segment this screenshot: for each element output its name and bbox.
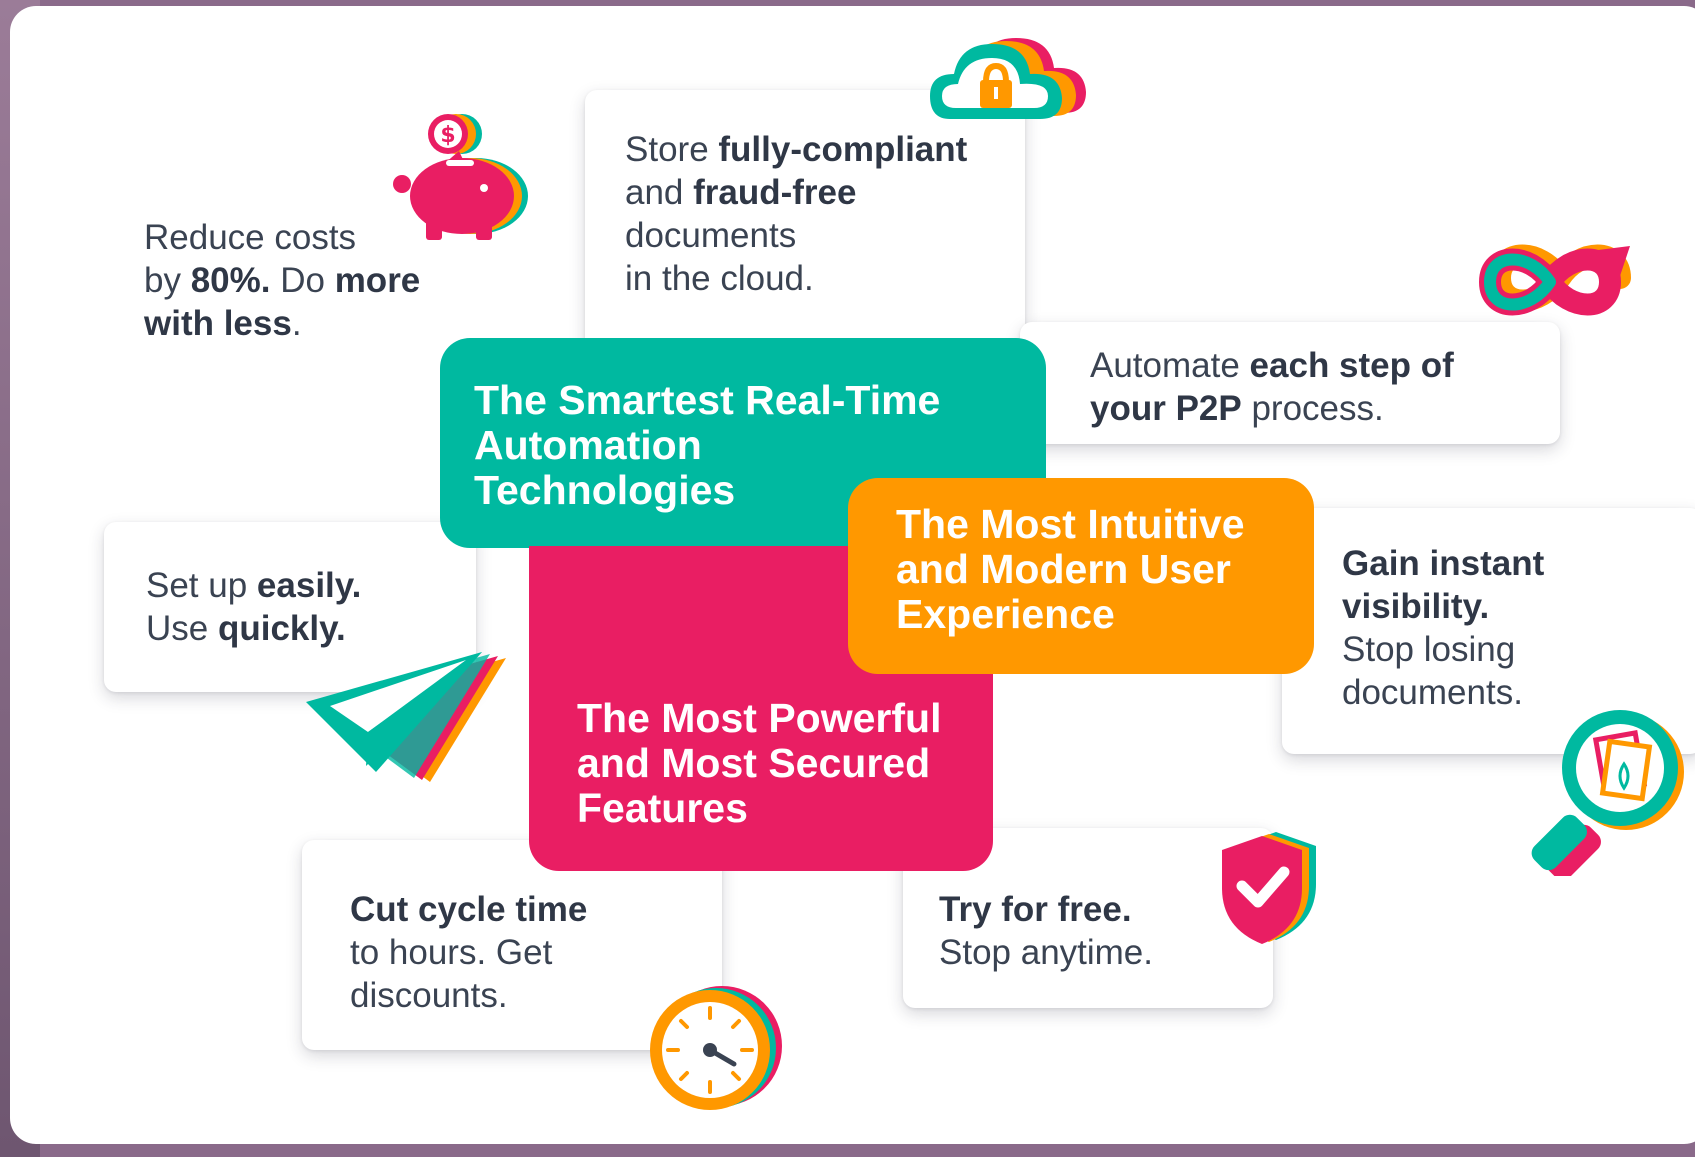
feature-panel: Store fully-compliant and fraud-free doc… — [10, 6, 1695, 1144]
shield-check-icon — [1222, 832, 1316, 944]
card-automate: Automate each step of your P2P process. — [1020, 322, 1560, 444]
infinity-arrow-icon — [1478, 244, 1631, 316]
paper-plane-icon — [306, 652, 506, 782]
highlight-intuitive-text: The Most Intuitive and Modern User Exper… — [896, 501, 1245, 637]
cloud-lock-icon — [930, 38, 1086, 119]
highlight-intuitive: The Most Intuitive and Modern User Exper… — [848, 478, 1314, 674]
piggy-bank-icon: $ — [393, 114, 528, 240]
card-cycle: Cut cycle time to hours. Get discounts. — [302, 840, 722, 1050]
magnifier-documents-icon — [1531, 710, 1684, 876]
text-costs: Reduce costs by 80%. Do more with less. — [144, 218, 421, 343]
stopwatch-icon — [650, 986, 782, 1110]
card-visibility: Gain instant visibility. Stop losing doc… — [1282, 508, 1695, 754]
card-setup: Set up easily. Use quickly. — [104, 522, 476, 692]
svg-text:$: $ — [440, 123, 455, 148]
card-store: Store fully-compliant and fraud-free doc… — [585, 90, 1025, 362]
highlight-realtime-text: The Smartest Real-Time Automation Techno… — [474, 377, 941, 513]
highlight-powerful-text: The Most Powerful and Most Secured Featu… — [577, 695, 942, 831]
